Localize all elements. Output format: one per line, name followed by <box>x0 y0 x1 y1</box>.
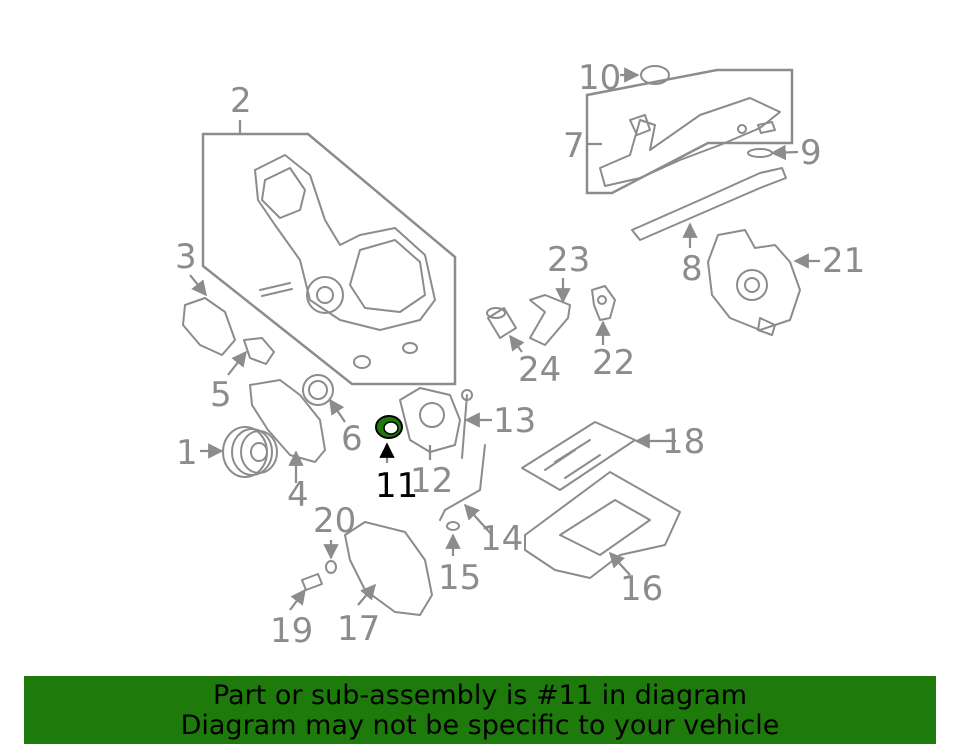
callout-11: 11 <box>375 466 418 506</box>
o-ring-15 <box>446 521 460 531</box>
callout-15: 15 <box>438 558 481 598</box>
callout-labels: 1 2 3 4 5 6 7 8 9 10 11 12 13 14 15 16 1… <box>175 58 865 651</box>
pump-housing <box>707 229 801 336</box>
callout-18: 18 <box>662 422 705 462</box>
dipstick-13 <box>461 394 468 459</box>
dipstick-tube-14 <box>439 444 486 521</box>
callout-16: 16 <box>620 569 663 609</box>
callout-23: 23 <box>547 240 590 280</box>
cover-3 <box>182 297 236 356</box>
callout-1: 1 <box>176 433 198 473</box>
sensor-22 <box>591 285 616 321</box>
callout-3: 3 <box>175 237 197 277</box>
leader-lines <box>189 67 820 611</box>
callout-5: 5 <box>210 375 232 415</box>
callout-2: 2 <box>230 81 252 121</box>
baffle-plate-18 <box>521 421 636 491</box>
callout-8: 8 <box>681 249 703 289</box>
parts-diagram: 1 2 3 4 5 6 7 8 9 10 11 12 13 14 15 16 1… <box>175 58 865 651</box>
washer-20 <box>325 560 337 574</box>
callout-20: 20 <box>313 501 356 541</box>
timing-cover-assembly <box>201 120 457 386</box>
callout-24: 24 <box>518 350 561 390</box>
oil-filler-cap <box>640 65 670 85</box>
callout-17: 17 <box>337 609 380 649</box>
gasket-5 <box>243 337 275 365</box>
callout-14: 14 <box>480 519 523 559</box>
info-banner: Part or sub-assembly is #11 in diagram D… <box>24 676 936 744</box>
callout-9: 9 <box>800 133 822 173</box>
callout-13: 13 <box>493 401 536 441</box>
valve-cover-gasket <box>631 167 787 241</box>
bracket-23 <box>529 294 571 346</box>
seal-11-highlighted[interactable] <box>375 415 403 439</box>
gasket-9 <box>747 148 773 158</box>
oil-pump-12 <box>399 387 461 453</box>
callout-12: 12 <box>410 461 453 501</box>
callout-7: 7 <box>563 126 585 166</box>
oil-filter <box>486 307 517 339</box>
valve-cover-assembly <box>585 68 794 195</box>
callout-10: 10 <box>578 58 621 98</box>
crank-pulley <box>222 426 278 478</box>
oil-pan-upper-16 <box>524 471 681 579</box>
banner-line-2: Diagram may not be specific to your vehi… <box>180 710 780 741</box>
callout-22: 22 <box>592 343 635 383</box>
callout-4: 4 <box>287 475 309 515</box>
oil-seal-6 <box>302 374 334 406</box>
drain-bolt-19 <box>301 573 323 591</box>
oil-pan-lower-17 <box>344 521 433 616</box>
callout-19: 19 <box>270 611 313 651</box>
callout-21: 21 <box>822 241 865 281</box>
banner-line-1: Part or sub-assembly is #11 in diagram <box>212 680 748 711</box>
callout-6: 6 <box>341 419 363 459</box>
front-cover-4 <box>249 379 326 463</box>
